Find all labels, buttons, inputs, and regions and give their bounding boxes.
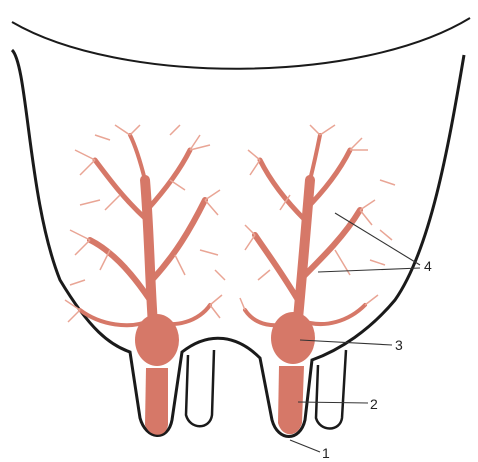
label-2: 2 [370, 396, 378, 412]
left-gland-tree [80, 135, 210, 350]
left-gland-cistern [135, 314, 179, 366]
right-gland-cistern [271, 312, 315, 364]
right-teat-cistern [278, 366, 304, 434]
leader-line-4b [318, 268, 420, 272]
udder-outline [12, 50, 464, 437]
rear-teat-left [186, 350, 214, 426]
label-1: 1 [322, 445, 330, 461]
label-4: 4 [424, 258, 432, 274]
label-3: 3 [395, 337, 403, 353]
leader-line-1 [290, 440, 320, 452]
rear-teat-right [316, 350, 346, 429]
left-teat-cistern [145, 368, 168, 435]
udder-top-curve [12, 18, 470, 69]
leader-line-4a [335, 213, 420, 265]
